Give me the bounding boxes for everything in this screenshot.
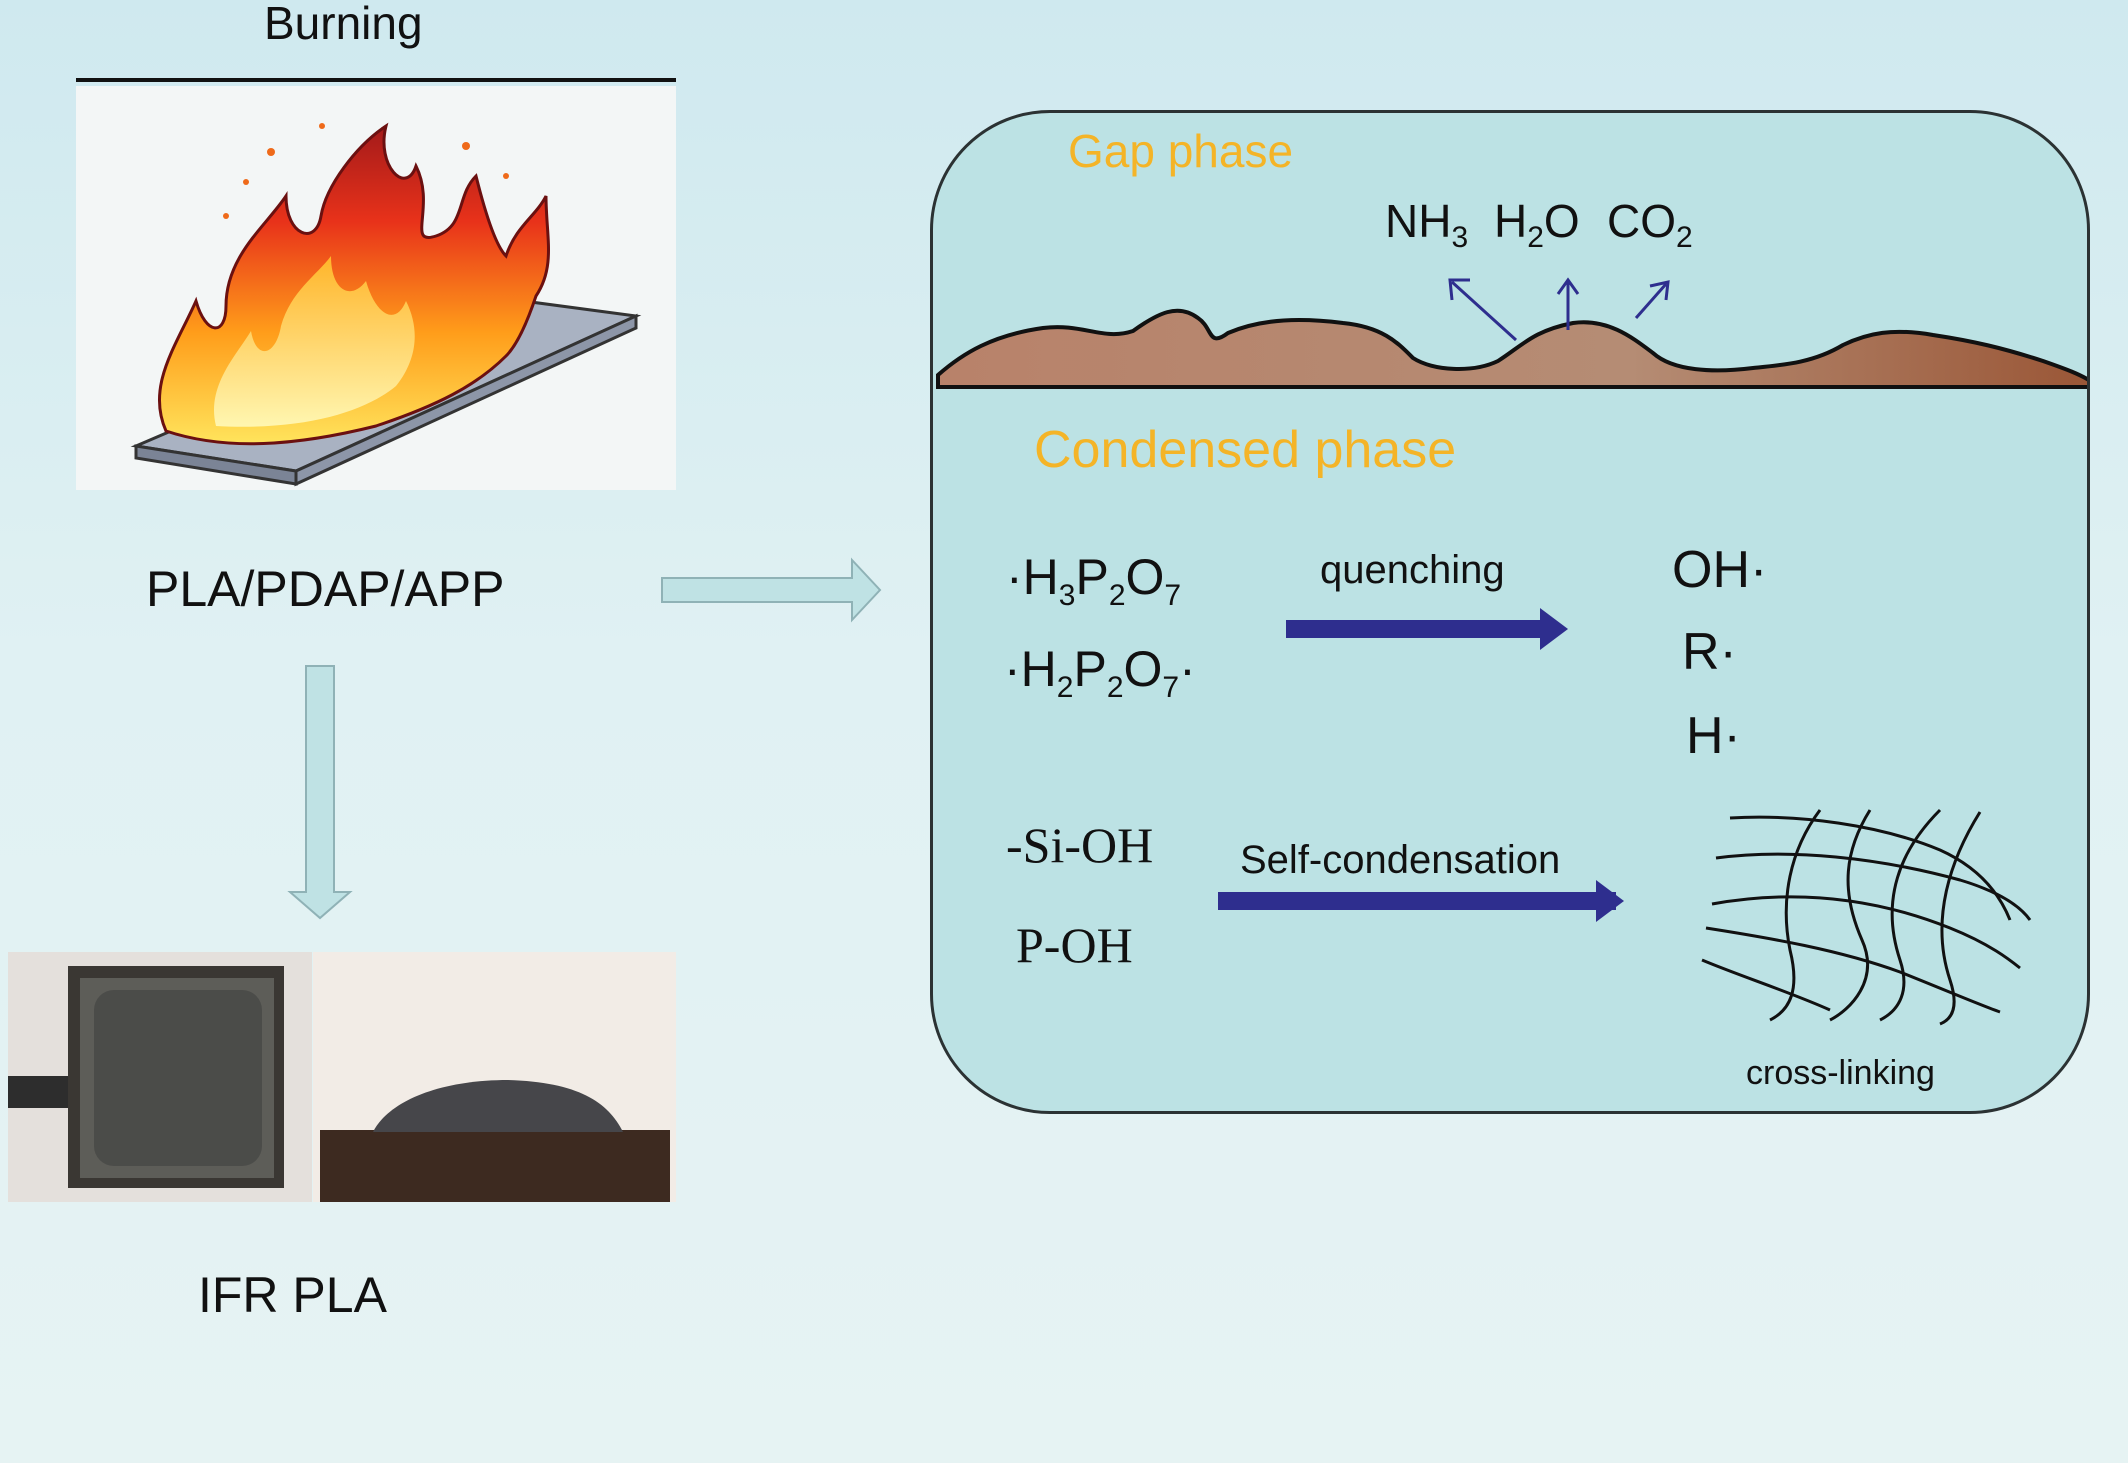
product-label: IFR PLA <box>198 1267 387 1323</box>
cross-linking-label: cross-linking <box>1746 1054 1935 1092</box>
product-r-radical: R· <box>1682 623 1737 681</box>
radical-h2p2o7: ·H2P2O7· <box>1004 641 1196 704</box>
reactant-p-oh: P-OH <box>1016 917 1133 973</box>
gas-release-arrows <box>1448 277 1670 342</box>
char-residue-photo <box>8 952 676 1202</box>
self-condensation-arrow <box>1218 880 1624 922</box>
radical-h3p2o7: ·H3P2O7 <box>1006 549 1182 612</box>
gap-phase-title: Gap phase <box>1068 125 1294 177</box>
title-rule <box>76 78 676 82</box>
process-arrow-down <box>287 665 353 920</box>
gas-co2: CO2 <box>1607 195 1693 255</box>
product-oh-radical: OH· <box>1672 541 1768 599</box>
quenching-arrow <box>1286 608 1568 650</box>
process-arrow-right <box>661 557 882 623</box>
gas-nh3: NH3 <box>1385 195 1469 255</box>
reactant-si-oh: -Si-OH <box>1006 817 1154 873</box>
self-condensation-label: Self-condensation <box>1240 838 1561 882</box>
product-h-radical: H· <box>1686 707 1741 765</box>
gas-h2o: H2O <box>1494 195 1580 255</box>
material-label: PLA/PDAP/APP <box>146 561 505 617</box>
burning-plate-illustration <box>76 86 676 490</box>
char-layer <box>936 308 2087 389</box>
burning-title: Burning <box>264 0 423 49</box>
condensed-phase-title: Condensed phase <box>1034 421 1457 479</box>
quenching-label: quenching <box>1320 548 1505 592</box>
cross-linked-network <box>1701 808 2032 1026</box>
